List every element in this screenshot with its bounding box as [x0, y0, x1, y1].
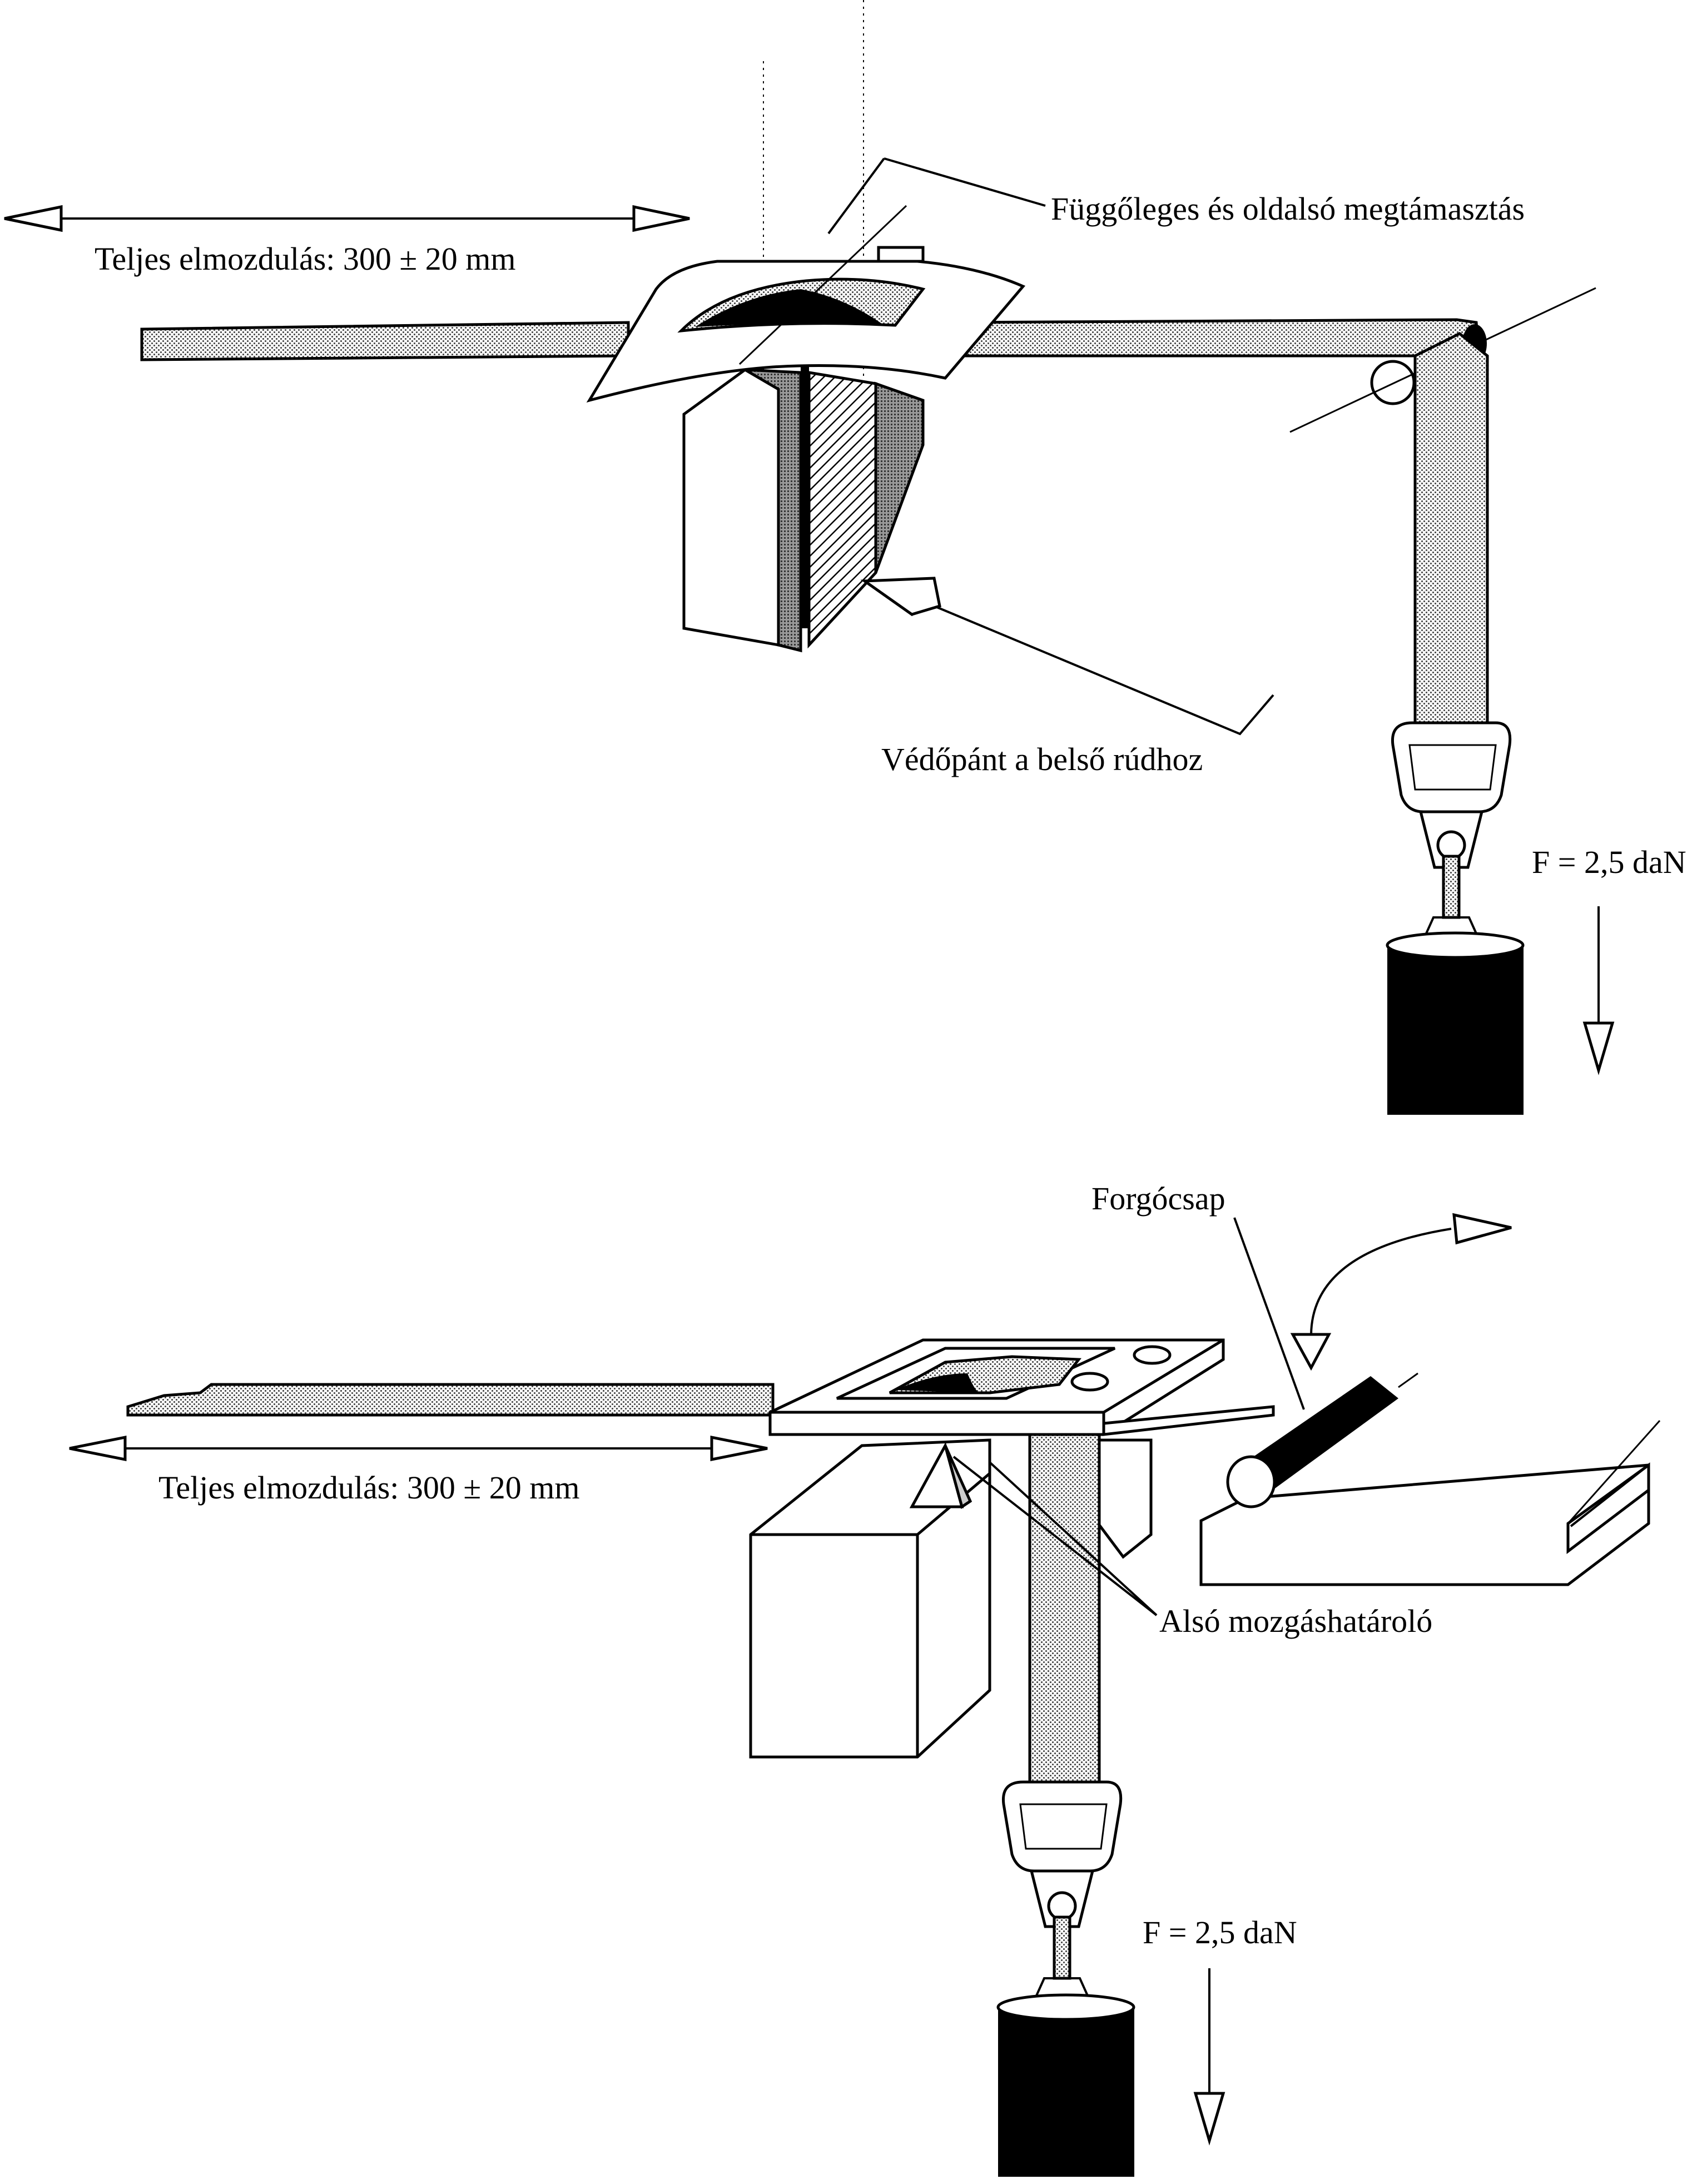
support-saddle	[586, 205, 1026, 403]
label-pivot: Forgócsap	[1091, 1180, 1225, 1217]
label-total-travel: Teljes elmozdulás: 300 ± 20 mm	[95, 241, 515, 277]
figure-2: Forgócsap Teljes elmozdulás: 300 ± 20 mm…	[69, 1180, 1661, 2177]
label-guard-band: Védőpánt a belső rúdhoz	[881, 741, 1203, 777]
travel-arrow	[4, 205, 690, 232]
label-total-travel: Teljes elmozdulás: 300 ± 20 mm	[158, 1470, 579, 1506]
callout-line	[989, 1461, 1158, 1616]
weight-block	[1386, 931, 1525, 1115]
load-hook	[1001, 1780, 1123, 2001]
vertical-rod	[1413, 332, 1489, 741]
load-hook	[1391, 721, 1512, 940]
force-arrow	[1193, 1968, 1225, 2146]
lower-stop	[909, 1442, 972, 1510]
force-arrow	[1582, 906, 1615, 1075]
vertical-rod	[1028, 1433, 1101, 1814]
label-support: Függőleges és oldalsó megtámasztás	[1051, 191, 1525, 227]
label-force: F = 2,5 daN	[1532, 844, 1686, 880]
weight-block	[996, 1993, 1135, 2177]
horizontal-rod	[140, 321, 630, 361]
callout-line	[952, 1456, 1158, 1616]
horizontal-rod	[126, 1383, 775, 1417]
label-force: F = 2,5 daN	[1143, 1914, 1297, 1950]
horizontal-rod	[944, 318, 1481, 358]
rotation-arrow	[1290, 1213, 1512, 1371]
callout-line	[884, 157, 1046, 207]
base-block	[749, 1438, 991, 1759]
travel-arrow	[69, 1435, 768, 1462]
callout-line	[827, 157, 885, 235]
label-lower-stop: Alsó mozgáshatároló	[1159, 1603, 1432, 1639]
guard-callout	[860, 577, 1274, 736]
table-edge	[1567, 1420, 1661, 1524]
figure-1: Függőleges és oldalsó megtámasztás Telje…	[4, 0, 1686, 1115]
support-block	[682, 367, 925, 653]
pulley-wheel	[1370, 360, 1416, 405]
callout-line	[1233, 1217, 1305, 1410]
pivot-bar	[1226, 1372, 1418, 1508]
test-plate	[768, 1338, 1275, 1436]
